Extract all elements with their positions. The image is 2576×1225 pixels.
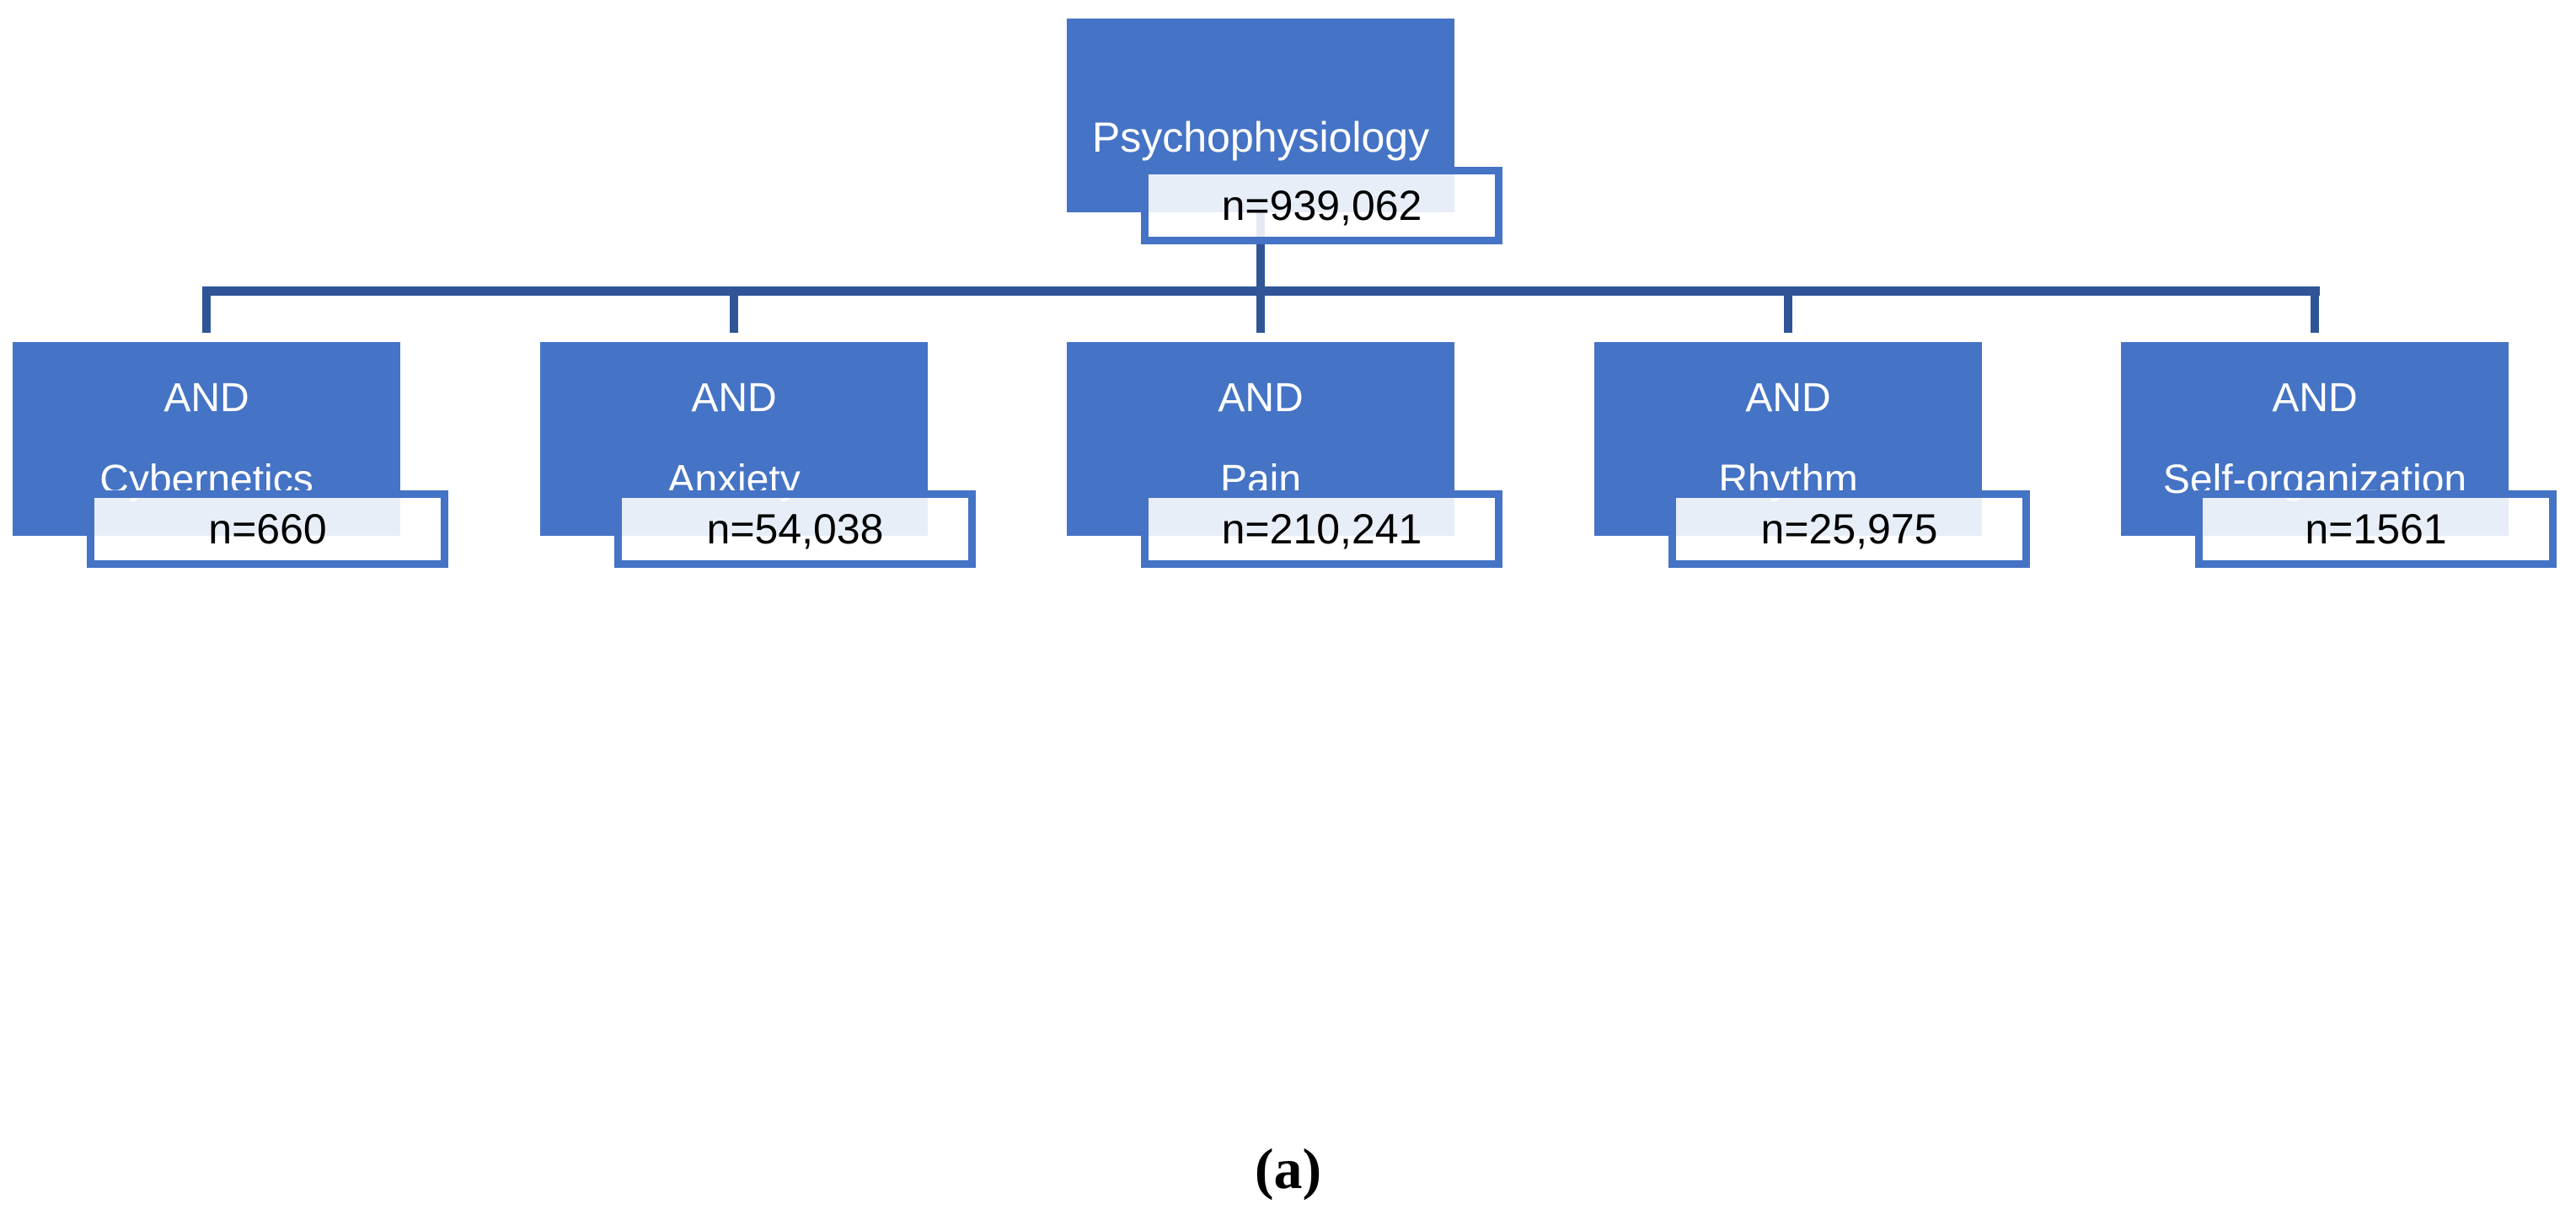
child-count-box-anxiety: n=54,038 xyxy=(614,490,976,568)
connector-drop-4 xyxy=(1784,296,1792,333)
child-count-box-rhythm: n=25,975 xyxy=(1668,490,2030,568)
child-count-box-cybernetics: n=660 xyxy=(87,490,448,568)
child-op-label: AND xyxy=(1218,376,1304,420)
root-count-label: n=939,062 xyxy=(1221,182,1422,229)
connector-drop-2 xyxy=(730,296,738,333)
child-count-box-pain: n=210,241 xyxy=(1141,490,1502,568)
child-count-box-self-organization: n=1561 xyxy=(2195,490,2557,568)
child-count-label: n=25,975 xyxy=(1760,506,1938,553)
root-node-label: Psychophysiology xyxy=(1091,114,1430,161)
child-count-label: n=660 xyxy=(208,506,327,553)
connector-root-stub xyxy=(1256,212,1265,286)
connector-drop-1 xyxy=(202,296,211,333)
child-op-label: AND xyxy=(2272,376,2358,420)
child-op-label: AND xyxy=(1745,376,1831,420)
child-op-label: AND xyxy=(691,376,777,420)
child-count-label: n=1561 xyxy=(2305,506,2447,553)
child-op-label: AND xyxy=(163,376,249,420)
root-count-box: n=939,062 xyxy=(1141,167,1502,244)
connector-horizontal-rail xyxy=(202,286,2320,296)
child-count-label: n=54,038 xyxy=(706,506,884,553)
connector-drop-5 xyxy=(2311,296,2319,333)
connector-drop-3 xyxy=(1256,296,1265,333)
child-count-label: n=210,241 xyxy=(1221,506,1422,553)
figure-caption: (a) xyxy=(1254,1137,1322,1201)
